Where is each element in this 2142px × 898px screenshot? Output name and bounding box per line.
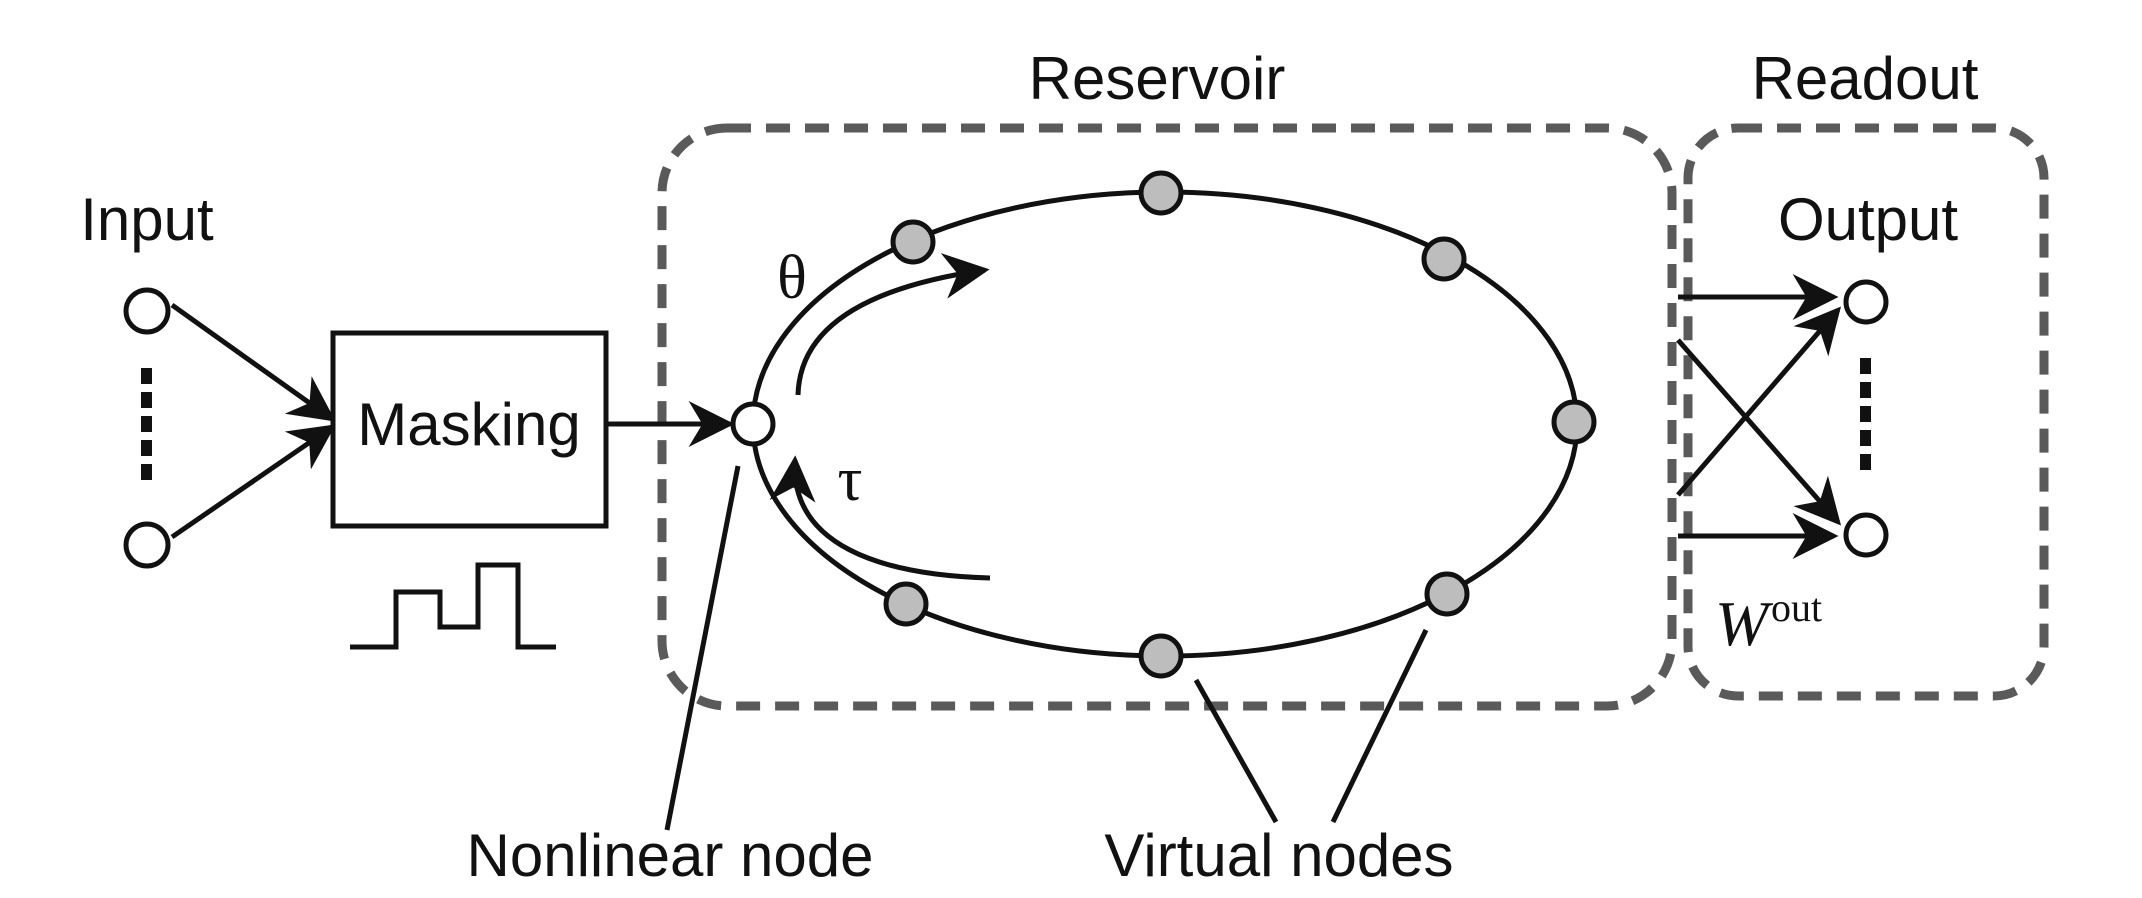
weight-superscript: out	[1771, 585, 1822, 630]
input-label: Input	[80, 186, 214, 253]
output-ellipsis-dots	[1860, 358, 1871, 470]
readout-label: Readout	[1752, 45, 1979, 112]
output-node-top	[1843, 279, 1889, 325]
virtual-node	[1138, 633, 1184, 679]
nonlinear-node	[730, 401, 776, 447]
tau-symbol: τ	[838, 446, 863, 514]
nonlinear-node-leader	[664, 465, 741, 831]
mask-signal-icon	[350, 562, 556, 650]
virtual-node	[883, 581, 929, 627]
masking-box	[330, 330, 609, 529]
input-node-top	[123, 287, 171, 335]
readout-arrow	[1676, 338, 1842, 526]
virtual-node	[890, 219, 936, 265]
virtual-node	[1421, 236, 1467, 282]
input-bottom-arrow	[170, 424, 336, 540]
input-ellipsis-dots	[141, 368, 152, 480]
readout-box	[1683, 123, 2049, 701]
reservoir-box	[657, 123, 1677, 711]
virtual-nodes-leader	[1193, 678, 1279, 824]
input-node-bottom	[123, 521, 171, 569]
tau-arrow	[769, 455, 991, 581]
virtual-node	[1551, 399, 1597, 445]
virtual-node	[1138, 170, 1184, 216]
output-node-bottom	[1843, 512, 1889, 558]
virtual-node	[1424, 571, 1470, 617]
output-label: Output	[1778, 186, 1958, 253]
masking-label: Masking	[357, 391, 580, 458]
virtual-nodes-label: Virtual nodes	[1104, 822, 1453, 889]
input-top-arrow	[170, 302, 336, 422]
theta-arrow	[795, 253, 990, 396]
readout-arrow	[1676, 306, 1842, 497]
reservoir-label: Reservoir	[1029, 45, 1286, 112]
nonlinear-node-label: Nonlinear node	[467, 822, 874, 889]
virtual-nodes-leader	[1330, 628, 1429, 824]
weight-symbol: W	[1715, 588, 1774, 659]
theta-symbol: θ	[777, 244, 807, 312]
